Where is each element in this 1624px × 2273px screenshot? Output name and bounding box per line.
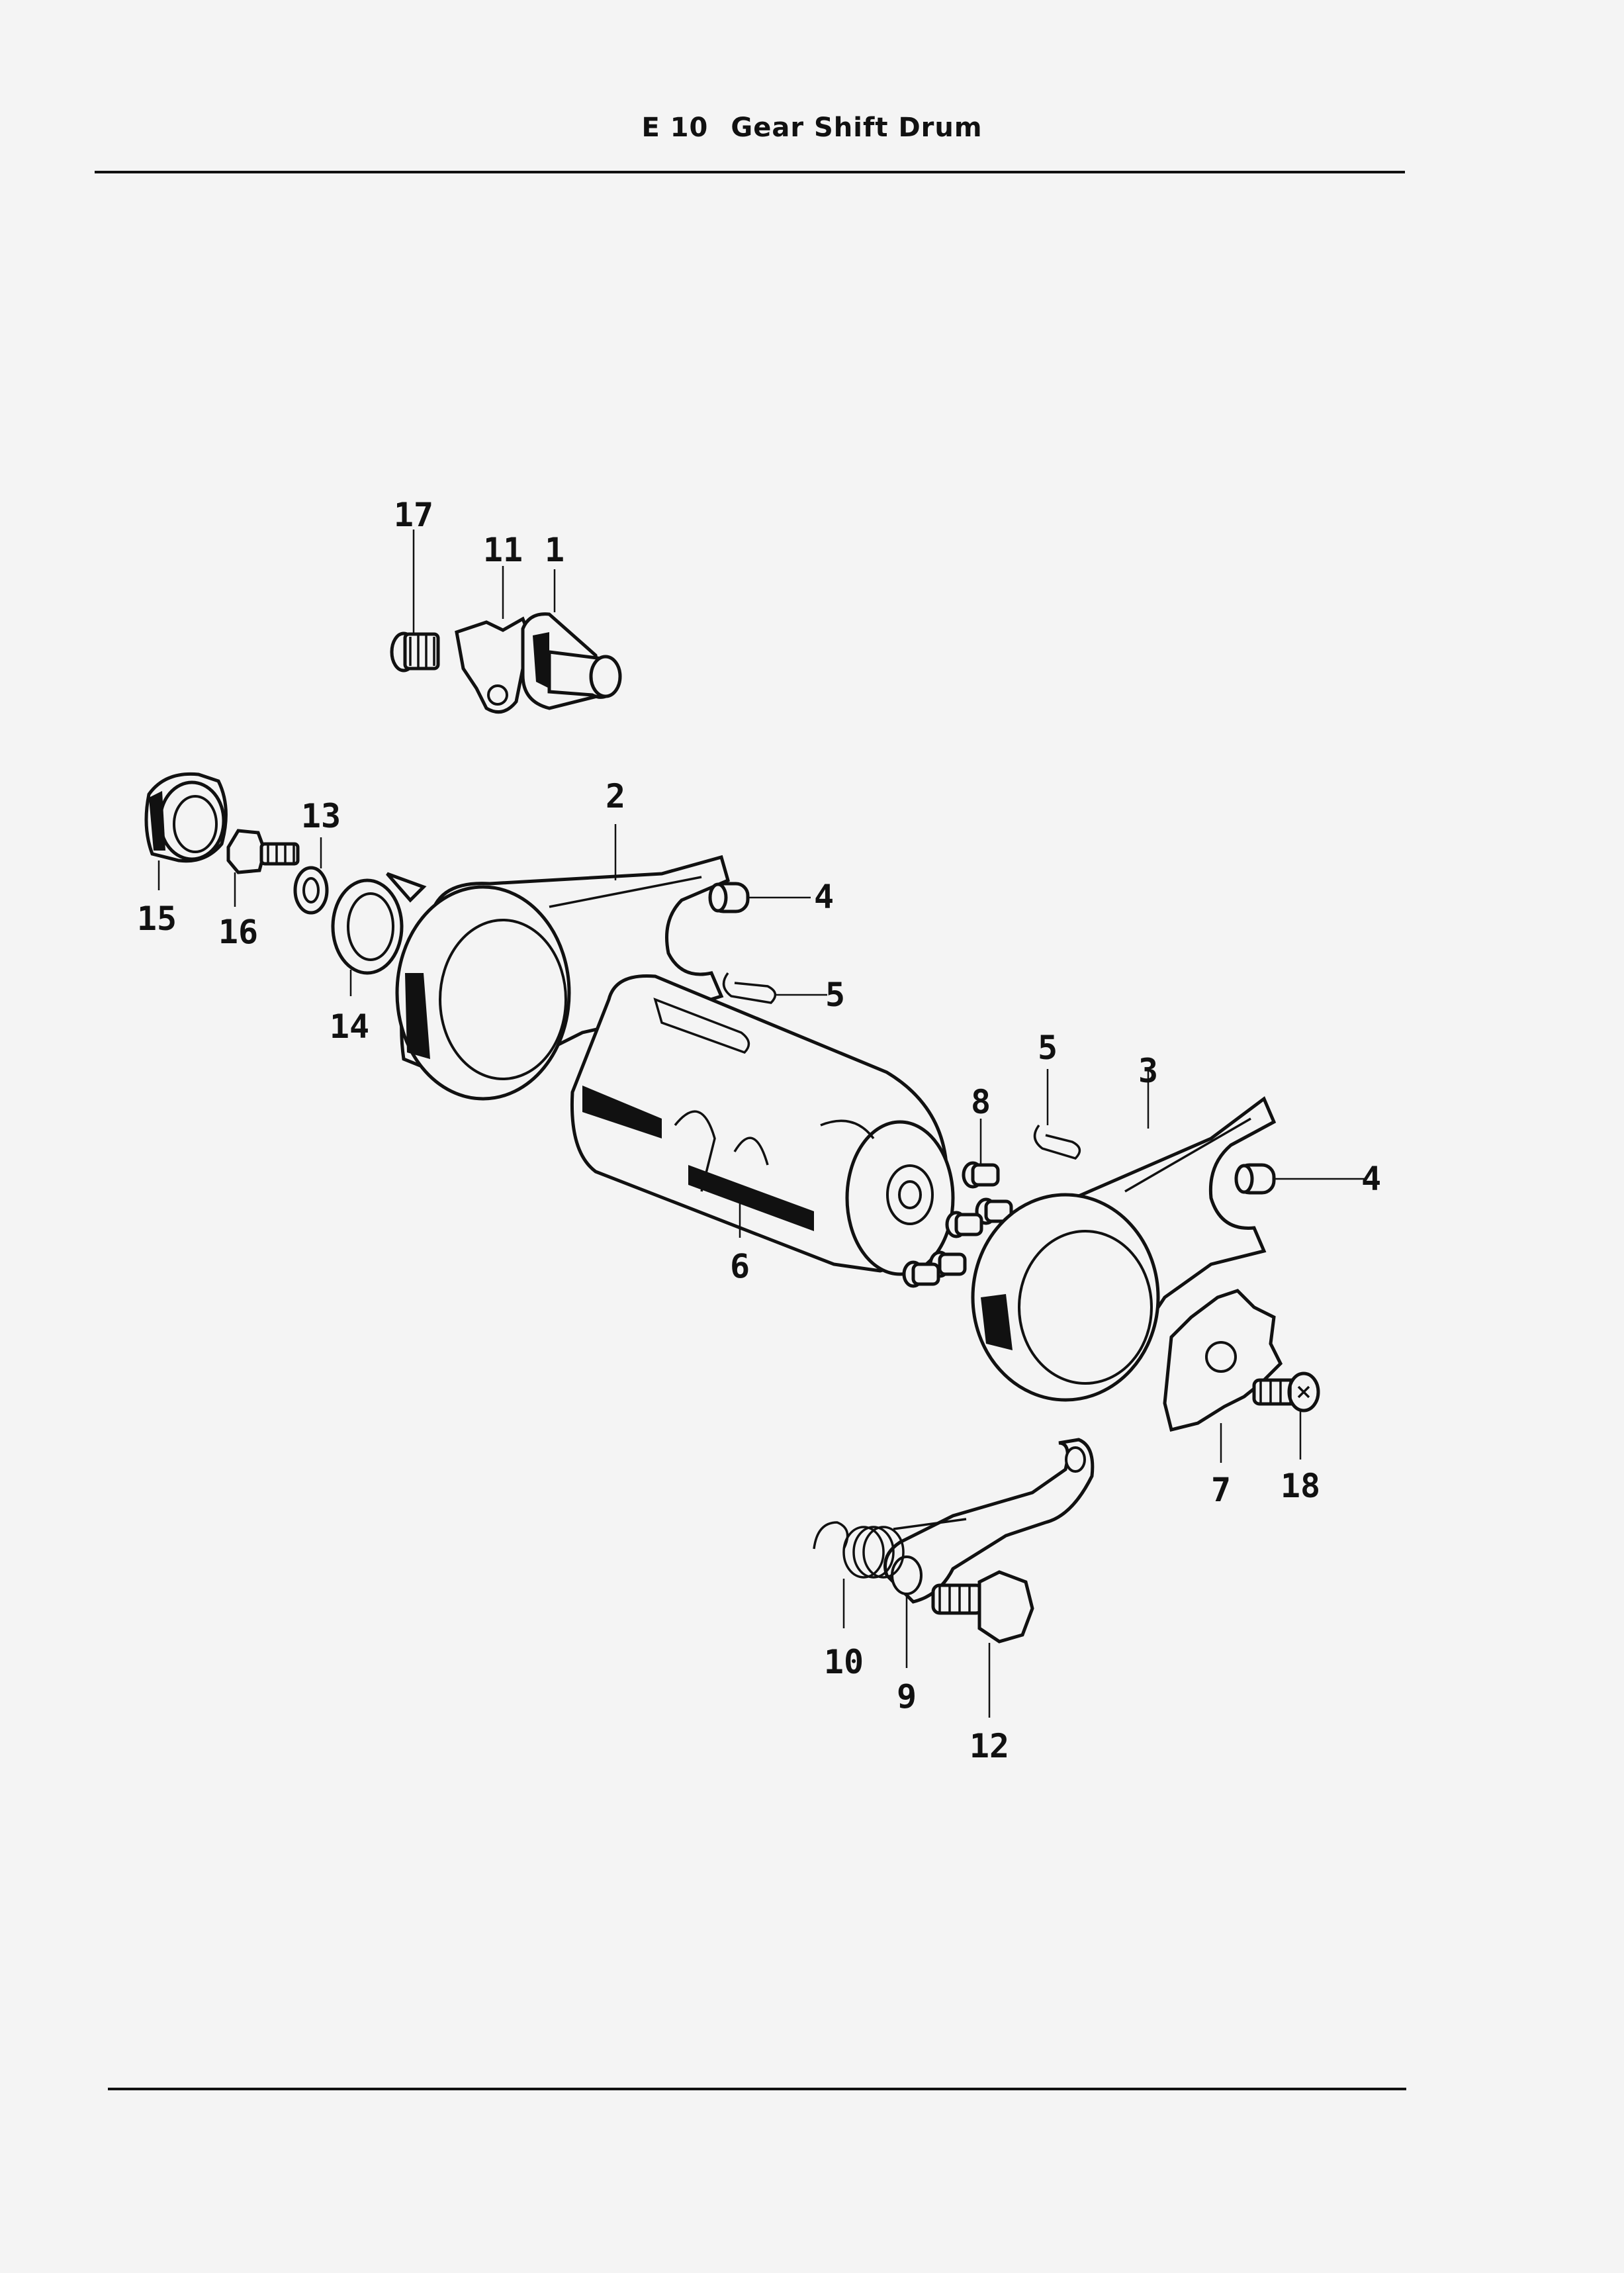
part-11-stopper-plate [455, 616, 531, 714]
part-14-lock-washer [331, 872, 427, 975]
callout-17: 17 [394, 496, 433, 534]
part-10-spring [813, 1518, 967, 1579]
part-13-washer [293, 866, 329, 915]
callout-4-lower: 4 [1361, 1160, 1381, 1198]
part-7-stopper-plate [1163, 1289, 1283, 1432]
callout-8: 8 [971, 1083, 991, 1121]
part-5-clip-lower [1033, 1124, 1081, 1160]
callout-13: 13 [301, 797, 341, 835]
callout-3: 3 [1138, 1052, 1158, 1090]
part-4-guide-pin-lower [1234, 1163, 1276, 1195]
callout-9: 9 [897, 1677, 917, 1716]
callouts: 17 11 1 2 13 4 15 16 5 14 5 3 8 4 6 7 18… [137, 496, 1381, 1765]
callout-6: 6 [730, 1247, 750, 1285]
callout-14: 14 [330, 1007, 369, 1046]
callout-4-upper: 4 [814, 878, 834, 916]
part-17-screw [390, 631, 440, 673]
part-18-screw [1252, 1371, 1320, 1413]
callout-18: 18 [1281, 1467, 1320, 1505]
footer-rule [108, 2088, 1406, 2090]
callout-1: 1 [545, 531, 564, 569]
header-rule [95, 171, 1405, 173]
leader-lines [158, 530, 1367, 1718]
callout-15: 15 [137, 900, 177, 938]
part-2-shift-fork [395, 855, 731, 1101]
part-3-shift-fork [971, 1096, 1277, 1402]
part-12-bolt [931, 1570, 1034, 1644]
part-8-pins [902, 1161, 1013, 1288]
part-5-clip-upper [722, 972, 777, 1004]
part-16-bolt [226, 829, 300, 874]
part-4-guide-pin-upper [708, 882, 750, 913]
callout-7: 7 [1211, 1471, 1231, 1509]
part-15-bearing [144, 772, 228, 863]
callout-2: 2 [606, 777, 625, 815]
callout-16: 16 [218, 913, 258, 951]
part-1-pin [521, 612, 622, 710]
callout-10: 10 [824, 1643, 864, 1681]
part-6-shift-drum [570, 974, 955, 1276]
page-title: E 10 Gear Shift Drum [0, 113, 1624, 143]
callout-5-lower: 5 [1038, 1029, 1058, 1067]
callout-11: 11 [483, 531, 523, 569]
section-title: Gear Shift Drum [731, 113, 983, 143]
section-code: E 10 [641, 113, 709, 143]
callout-12: 12 [970, 1727, 1009, 1765]
callout-5-upper: 5 [825, 976, 845, 1014]
